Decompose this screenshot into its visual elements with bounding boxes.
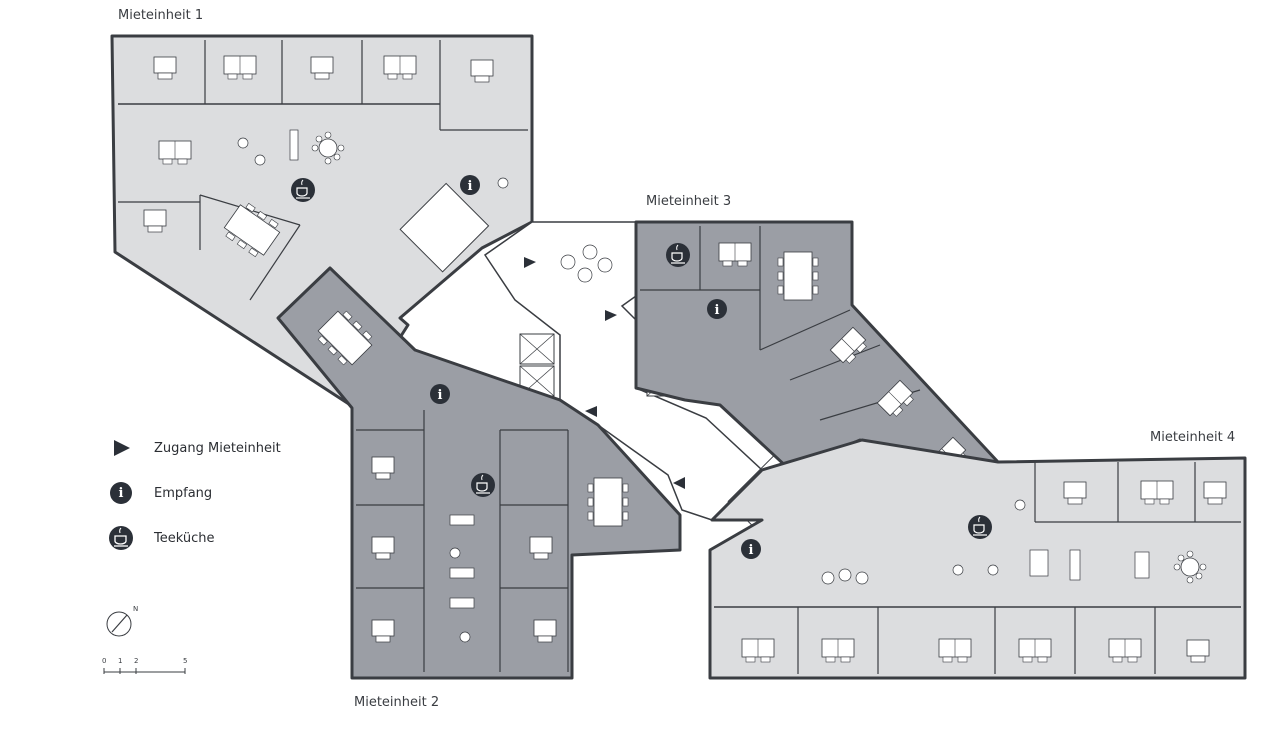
scale-tick-label: 2 [134,657,139,665]
north-arrow [106,611,132,637]
unit-1-area [110,34,534,410]
info-icon: i [707,299,727,319]
scale-tick-label: 0 [102,657,107,665]
unit-label-3: Mieteinheit 3 [646,194,732,209]
svg-text:i: i [715,303,720,318]
unit-label-2: Mieteinheit 2 [354,695,440,710]
kitchen-markers [291,178,992,539]
scale-tick-label: 1 [118,657,123,665]
info-icon: i [460,175,480,195]
info-icon: i [741,539,761,559]
reception-markers: i i i i [430,175,761,559]
svg-text:i: i [468,179,473,194]
coffee-cup-icon [666,243,690,267]
coffee-cup-icon [968,515,992,539]
triangle-right-icon [524,257,536,268]
legend-item-reception: i Empfang [108,480,212,506]
scale-tick-label: 5 [183,657,188,665]
unit-2-area [276,266,682,680]
scale-bar [103,668,186,674]
legend-item-access: Zugang Mieteinheit [108,435,281,461]
legend-label: Teeküche [154,530,215,546]
triangle-left-icon [673,477,685,489]
triangle-right-icon [108,435,134,461]
legend-label: Zugang Mieteinheit [154,440,281,456]
info-icon: i [430,384,450,404]
unit-label-4: Mieteinheit 4 [1150,430,1236,445]
coffee-cup-icon [471,473,495,497]
unit-label-1: Mieteinheit 1 [118,8,204,23]
svg-text:i: i [749,543,754,558]
coffee-cup-icon [108,525,134,551]
triangle-left-icon [585,406,597,417]
info-icon: i [110,482,132,504]
triangle-right-icon [605,310,617,321]
access-markers [524,257,685,489]
unit-4-area [708,438,1247,680]
coffee-cup-icon [291,178,315,202]
svg-text:i: i [438,388,443,403]
north-label: N [133,605,139,613]
legend-label: Empfang [154,485,213,501]
legend-item-kitchen: Teeküche [108,525,214,551]
